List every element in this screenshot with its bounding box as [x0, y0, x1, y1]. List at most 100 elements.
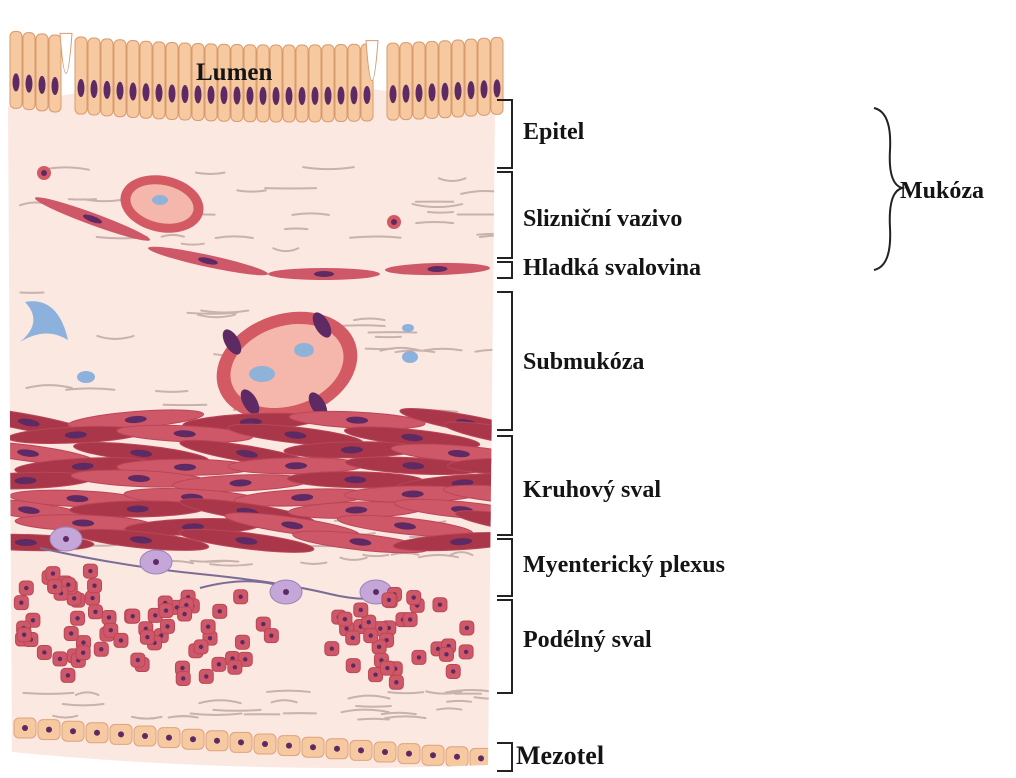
epithelial-nucleus [273, 87, 280, 105]
muscle-nucleus [19, 600, 23, 604]
nerve-cell-nucleus [283, 589, 289, 595]
epithelial-nucleus [195, 85, 202, 103]
mesothelial-nucleus [142, 733, 148, 739]
epithelial-nucleus [221, 86, 228, 104]
epithelial-cell [179, 43, 191, 120]
muscle-nucleus [351, 663, 355, 667]
epithelial-nucleus [351, 86, 358, 104]
muscle-nucleus [88, 569, 92, 573]
epithelial-nucleus [455, 82, 462, 100]
muscle-nucleus [343, 617, 347, 621]
connective-fiber [156, 391, 188, 392]
epithelial-nucleus [403, 85, 410, 103]
mesothelial-nucleus [358, 747, 364, 753]
muscle-nucleus [66, 673, 70, 677]
muscle-nucleus [66, 582, 70, 586]
muscle-nucleus [131, 614, 135, 618]
muscle-nucleus [75, 616, 79, 620]
muscle-nucleus [344, 626, 348, 630]
mesothelial-nucleus [46, 727, 52, 733]
muscle-nucleus [464, 650, 468, 654]
muscle-nucleus [199, 645, 203, 649]
connective-fiber [213, 710, 261, 711]
mukoza-brace [874, 108, 902, 270]
mesothelial-nucleus [214, 738, 220, 744]
mesothelial-nucleus [262, 741, 268, 747]
muscle-nucleus [204, 674, 208, 678]
epithelial-cell [322, 45, 334, 122]
epithelial-nucleus [286, 87, 293, 105]
muscle-nucleus [504, 462, 526, 469]
epithelial-cell [88, 38, 100, 115]
muscle-nucleus [451, 669, 455, 673]
connective-fiber [285, 228, 307, 229]
layer-brackets [497, 100, 902, 771]
epithelial-cell [166, 42, 178, 119]
muscle-nucleus [99, 647, 103, 651]
muscle-nucleus [81, 640, 85, 644]
lymph-vessel [77, 371, 95, 383]
epithelial-cell [10, 31, 22, 108]
layer-bracket [497, 172, 512, 258]
muscle-nucleus [92, 583, 96, 587]
connective-fiber [338, 325, 385, 326]
epithelial-nucleus [325, 87, 332, 105]
small-vessel-nucleus [391, 219, 397, 225]
epithelial-nucleus [52, 77, 59, 95]
muscle-nucleus [208, 636, 212, 640]
muscle-nucleus [31, 618, 35, 622]
epithelial-nucleus [299, 87, 306, 105]
epithelial-nucleus [39, 76, 46, 94]
blood-cell [294, 343, 314, 357]
muscle-nucleus [243, 657, 247, 661]
mesothelial-nucleus [166, 735, 172, 741]
layer-bracket [497, 743, 512, 771]
muscle-nucleus [408, 617, 412, 621]
mesothelial-nucleus [70, 728, 76, 734]
epithelial-nucleus [13, 73, 20, 91]
connective-fiber [477, 234, 516, 235]
mesothelial-nucleus [430, 752, 436, 758]
connective-fiber [447, 701, 471, 702]
epithelial-nucleus [182, 85, 189, 103]
epithelial-nucleus [169, 84, 176, 102]
epithelial-nucleus [481, 80, 488, 98]
label-myentericky-plexus: Myenterický plexus [523, 553, 725, 577]
connective-fiber [187, 313, 236, 314]
crypt [60, 33, 72, 73]
epithelial-cell [426, 41, 438, 118]
mesothelial-nucleus [94, 730, 100, 736]
label-svalovina: Hladká svalovina [523, 256, 701, 280]
lymph-vessel [402, 324, 414, 332]
label-mukoza: Mukóza [900, 179, 984, 203]
epithelial-cell [413, 42, 425, 119]
mesothelial-nucleus [286, 743, 292, 749]
muscle-nucleus [182, 612, 186, 616]
layer-bracket [497, 600, 512, 693]
epithelial-cell [36, 34, 48, 111]
mesothelial-nucleus [478, 755, 484, 761]
epithelial-nucleus [208, 86, 215, 104]
muscle-nucleus [465, 626, 469, 630]
epithelial-nucleus [338, 87, 345, 105]
layer-bracket [497, 436, 512, 535]
muscle-nucleus [351, 636, 355, 640]
epithelial-nucleus [390, 85, 397, 103]
epithelial-nucleus [104, 81, 111, 99]
mesothelial-nucleus [454, 754, 460, 760]
connective-fiber [475, 697, 520, 699]
nerve-cell-nucleus [63, 536, 69, 542]
epithelial-nucleus [260, 87, 267, 105]
epithelial-cell [23, 33, 35, 110]
epithelial-cell [309, 45, 321, 122]
epithelial-nucleus [429, 83, 436, 101]
muscle-nucleus [369, 633, 373, 637]
epithelial-cell [49, 35, 61, 112]
muscle-nucleus [438, 602, 442, 606]
muscle-nucleus [136, 658, 140, 662]
mesothelial-nucleus [238, 739, 244, 745]
muscle-nucleus [377, 645, 381, 649]
muscle-nucleus [90, 596, 94, 600]
connective-fiber [206, 561, 239, 562]
